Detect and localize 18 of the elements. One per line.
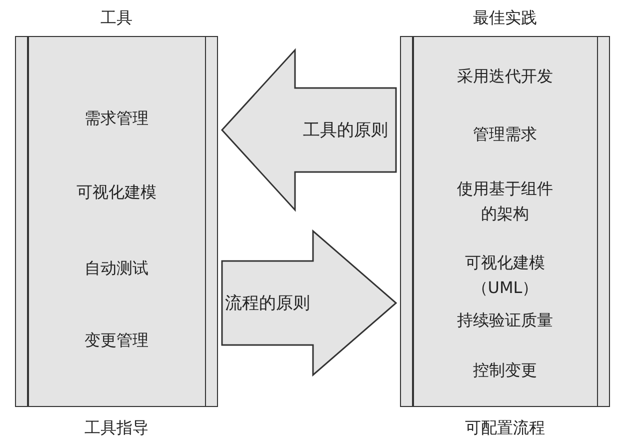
panel-item-text: 变更管理 xyxy=(84,330,150,352)
panel-item-text: 采用迭代开发 xyxy=(456,66,554,88)
panel-heading: 最佳实践 xyxy=(473,8,537,28)
panel-item-text: 持续验证质量 xyxy=(456,310,554,332)
panel-item-text: 控制变更 xyxy=(472,360,538,382)
edge-label: 流程的原则 xyxy=(225,292,310,314)
block-arrow xyxy=(220,48,397,212)
panel-item-text: 使用基于组件的架构 xyxy=(456,178,554,225)
panel-footer: 可配置流程 xyxy=(465,418,545,438)
panel-item-text: 管理需求 xyxy=(472,124,538,146)
panel-item-text: 需求管理 xyxy=(84,108,150,130)
edge-label: 工具的原则 xyxy=(303,120,388,142)
panel-heading: 工具 xyxy=(100,8,132,28)
block-arrow xyxy=(221,229,398,377)
panel-item-text: 自动测试 xyxy=(84,258,150,280)
panel-item-text: 可视化建模（UML） xyxy=(464,252,546,299)
panel-footer: 工具指导 xyxy=(84,418,148,438)
panel-item-text: 可视化建模 xyxy=(76,182,158,204)
